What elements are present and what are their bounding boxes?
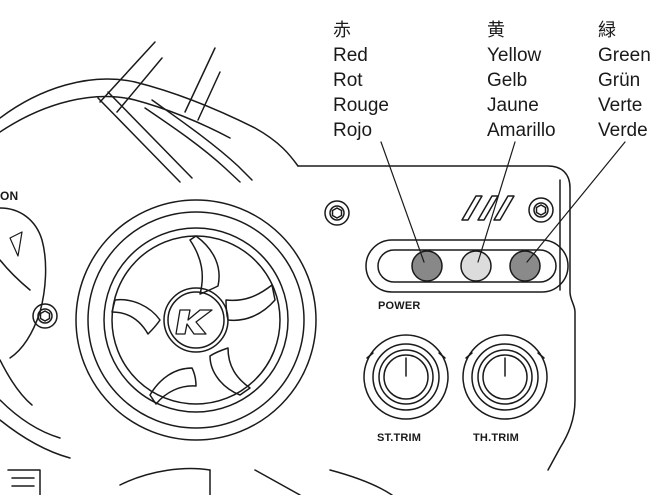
legend-green-ja: 緑 xyxy=(598,20,616,41)
legend-green-es: Verde xyxy=(598,120,648,141)
leader-lines xyxy=(380,141,626,263)
legend-red-ja: 赤 xyxy=(333,20,351,41)
legend-green-de: Grün xyxy=(598,70,641,91)
legend-yellow-de: Gelb xyxy=(487,70,528,91)
st-trim-knob xyxy=(363,334,449,420)
transmitter-body xyxy=(0,78,576,495)
antenna-lines xyxy=(99,41,221,121)
legend-yellow-en: Yellow xyxy=(487,45,542,66)
legend-red-de: Rot xyxy=(333,70,363,91)
legend-yellow: 黄 Yellow Gelb Jaune Amarillo xyxy=(487,18,556,143)
screw-left xyxy=(32,303,58,329)
legend-red-fr: Rouge xyxy=(333,95,389,116)
th-trim-knob xyxy=(462,334,548,420)
legend-yellow-fr: Jaune xyxy=(487,95,539,116)
screw-center xyxy=(324,200,350,226)
screw-right xyxy=(528,197,554,223)
green-led-icon xyxy=(509,250,541,282)
st-trim-label: ST.TRIM xyxy=(377,432,422,444)
legend-red-en: Red xyxy=(333,45,368,66)
legend-green-fr: Verte xyxy=(598,95,643,116)
steering-wheel xyxy=(75,199,317,441)
red-led-icon xyxy=(411,250,443,282)
decorative-slashes xyxy=(461,195,515,221)
power-label: POWER xyxy=(378,300,421,312)
legend-green: 緑 Green Grün Verte Verde xyxy=(598,18,651,143)
legend-yellow-ja: 黄 xyxy=(487,20,505,41)
yellow-led-icon xyxy=(460,250,492,282)
legend-red-es: Rojo xyxy=(333,120,373,141)
legend-yellow-es: Amarillo xyxy=(487,120,556,141)
switch-on-label: ON xyxy=(0,189,19,203)
th-trim-label: TH.TRIM xyxy=(473,432,520,444)
legend-red: 赤 Red Rot Rouge Rojo xyxy=(333,18,389,143)
led-slot xyxy=(365,239,569,293)
legend-green-en: Green xyxy=(598,45,651,66)
